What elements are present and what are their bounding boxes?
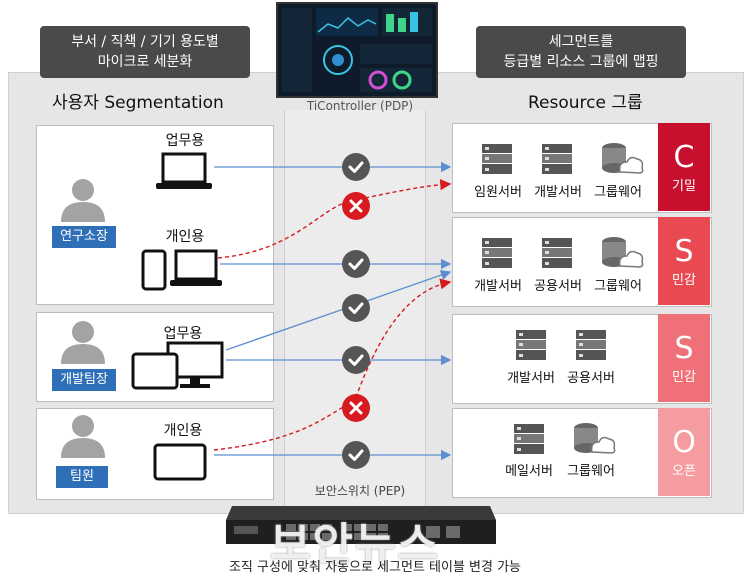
role-badge-dev-lead: 개발팀장 [52,369,116,391]
deny-line [217,179,452,259]
server-icon [514,424,544,458]
cloud-database-icon [600,236,644,274]
check-icon [342,346,370,374]
device-label-work: 업무용 [163,326,203,342]
server-icon [542,238,572,272]
server-label: 개발서버 [474,279,522,294]
cloud-database-icon [600,142,644,180]
pdp-label: TiController (PDP) [306,99,414,113]
server-label: 그룹웨어 [567,464,615,479]
server-icon [516,330,546,364]
device-label-personal: 개인용 [163,423,203,439]
callout-right: 세그먼트를 등급별 리소스 그룹에 맵핑 [476,26,686,78]
server-icon [542,144,572,178]
user-segmentation-title: 사용자 Segmentation [52,93,224,113]
grade-label: 기밀 [672,179,696,194]
bottom-caption: 조직 구성에 맞춰 자동으로 세그먼트 테이블 변경 가능 [228,560,522,575]
person-icon [58,414,108,462]
server-label: 개발서버 [507,371,555,386]
laptop-icon [156,152,212,196]
cross-icon [342,192,370,220]
check-icon [342,153,370,181]
server-icon [482,144,512,178]
grade-letter: O [672,425,696,460]
grade-badge-o: O 오픈 [658,408,710,496]
callout-left-line1: 부서 / 직책 / 기기 용도별 [71,34,219,50]
server-label: 그룹웨어 [594,185,642,200]
server-label: 공용서버 [534,279,582,294]
server-label: 그룹웨어 [594,279,642,294]
grade-letter: S [674,331,694,366]
grade-label: 민감 [672,273,696,288]
server-icon [576,330,606,364]
grade-badge-s: S 민감 [658,314,710,402]
device-label-work: 업무용 [165,133,205,149]
grade-badge-s: S 민감 [658,217,710,305]
server-label: 공용서버 [567,371,615,386]
server-label: 메일서버 [505,464,553,479]
server-label: 임원서버 [474,185,522,200]
tablet-icon [152,442,208,486]
callout-left: 부서 / 직책 / 기기 용도별 마이크로 세분화 [40,26,250,78]
news-watermark: 보안뉴스 [270,519,440,570]
check-icon [342,441,370,469]
phone-and-laptop-icon [140,249,230,295]
allow-line [225,270,452,351]
cloud-database-icon [572,422,616,460]
ticontroller-dashboard-image [276,2,438,98]
server-label: 개발서버 [534,185,582,200]
server-icon [482,238,512,272]
grade-letter: S [674,234,694,269]
role-badge-research-director: 연구소장 [52,226,116,248]
person-icon [58,178,108,226]
cross-icon [342,394,370,422]
grade-label: 오픈 [672,464,696,479]
callout-left-line2: 마이크로 세분화 [97,54,193,70]
callout-right-line1: 세그먼트를 [548,34,614,50]
deny-line [213,278,452,451]
grade-label: 민감 [672,370,696,385]
security-switch-image [226,500,496,546]
check-icon [342,294,370,322]
callout-right-line2: 등급별 리소스 그룹에 맵핑 [503,54,659,70]
device-label-personal: 개인용 [165,229,205,245]
pep-label: 보안스위치 (PEP) [314,484,406,498]
tablet-and-monitor-icon [130,340,228,396]
grade-badge-c: C 기밀 [658,123,710,211]
person-icon [58,320,108,368]
check-icon [342,250,370,278]
resource-group-title: Resource 그룹 [528,93,643,113]
role-badge-team-member: 팀원 [56,466,108,488]
grade-letter: C [673,140,695,175]
